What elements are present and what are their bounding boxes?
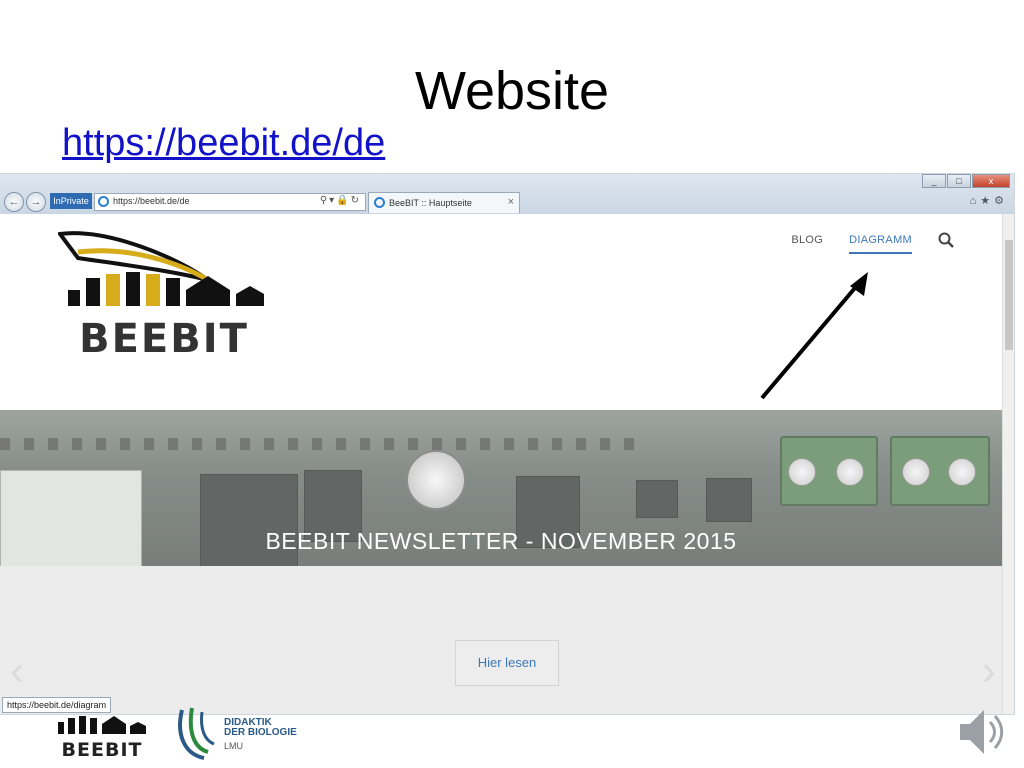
hero-overlay bbox=[0, 410, 1002, 566]
search-icon[interactable] bbox=[938, 232, 954, 248]
hero-banner: BEEBIT NEWSLETTER - NOVEMBER 2015 bbox=[0, 410, 1002, 566]
footer-beebit-logo: BEEBIT bbox=[58, 716, 146, 758]
biology-logo-icon bbox=[178, 707, 215, 760]
forward-icon[interactable]: → bbox=[26, 192, 46, 212]
slide-title: Website bbox=[414, 61, 610, 121]
browser-chrome: _ □ x ← → InPrivate https://beebit.de/de… bbox=[0, 174, 1014, 215]
scrollbar-thumb[interactable] bbox=[1005, 240, 1013, 350]
website: BEEBIT BLOG DIAGRAMM BEEBIT NE bbox=[0, 214, 1002, 714]
ie-icon bbox=[374, 197, 385, 208]
address-text: https://beebit.de/de bbox=[113, 196, 190, 206]
speaker-icon[interactable] bbox=[956, 702, 1008, 762]
tab-close-icon[interactable]: × bbox=[507, 196, 514, 208]
hero-component bbox=[706, 478, 752, 522]
biology-line-3: LMU bbox=[224, 741, 244, 751]
scrollbar[interactable] bbox=[1002, 214, 1014, 714]
hero-component bbox=[200, 474, 298, 566]
hero-title: BEEBIT NEWSLETTER - NOVEMBER 2015 bbox=[265, 528, 737, 554]
close-button[interactable]: x bbox=[972, 174, 1010, 188]
read-more-button[interactable]: Hier lesen bbox=[455, 640, 559, 686]
hero-component bbox=[0, 470, 142, 566]
address-bar[interactable]: https://beebit.de/de ⚲▾🔒↻ bbox=[94, 193, 366, 211]
hero-component bbox=[406, 450, 466, 510]
footer-biology-logo: DIDAKTIK DER BIOLOGIE LMU bbox=[174, 704, 304, 762]
nav-item-blog[interactable]: BLOG bbox=[791, 234, 824, 246]
tab-title: BeeBIT :: Hauptseite bbox=[389, 198, 472, 208]
ie-icon bbox=[98, 196, 109, 207]
back-icon[interactable]: ← bbox=[4, 192, 24, 212]
minimize-button[interactable]: _ bbox=[922, 174, 946, 188]
hero-component bbox=[948, 458, 976, 486]
hero-component bbox=[788, 458, 816, 486]
browser-tab[interactable]: BeeBIT :: Hauptseite × bbox=[368, 192, 520, 213]
biology-line-1: DIDAKTIK bbox=[224, 717, 272, 728]
annotation-arrow-icon bbox=[760, 272, 868, 400]
biology-line-2: DER BIOLOGIE bbox=[224, 727, 297, 738]
toolbar-icons[interactable]: ⌂★⚙ bbox=[969, 195, 1008, 207]
maximize-button[interactable]: □ bbox=[947, 174, 971, 188]
hero-component bbox=[304, 470, 362, 542]
browser-screenshot: _ □ x ← → InPrivate https://beebit.de/de… bbox=[0, 174, 1014, 714]
main-nav: BLOG DIAGRAMM bbox=[791, 232, 954, 254]
biology-logo-text: DIDAKTIK DER BIOLOGIE bbox=[224, 718, 297, 738]
hero-component bbox=[516, 476, 580, 548]
beebit-logo: BEEBIT bbox=[58, 231, 264, 358]
slide-link[interactable]: https://beebit.de/de bbox=[62, 122, 386, 164]
hero-component bbox=[836, 458, 864, 486]
hero-component bbox=[902, 458, 930, 486]
nav-item-diagramm[interactable]: DIAGRAMM bbox=[849, 234, 912, 254]
footer-logo-text: BEEBIT bbox=[62, 739, 143, 758]
address-tools-icon[interactable]: ⚲▾🔒↻ bbox=[319, 195, 361, 206]
logo-text: BEEBIT bbox=[79, 316, 249, 358]
carousel-next-icon[interactable]: › bbox=[981, 646, 996, 695]
hero-caption-area: ‹ Hier lesen › bbox=[0, 566, 1002, 714]
carousel-prev-icon[interactable]: ‹ bbox=[10, 646, 25, 695]
hero-component bbox=[636, 480, 678, 518]
window-controls: _ □ x bbox=[922, 174, 1010, 188]
status-bar-url: https://beebit.de/diagram bbox=[2, 697, 112, 713]
inprivate-badge: InPrivate bbox=[50, 193, 92, 209]
